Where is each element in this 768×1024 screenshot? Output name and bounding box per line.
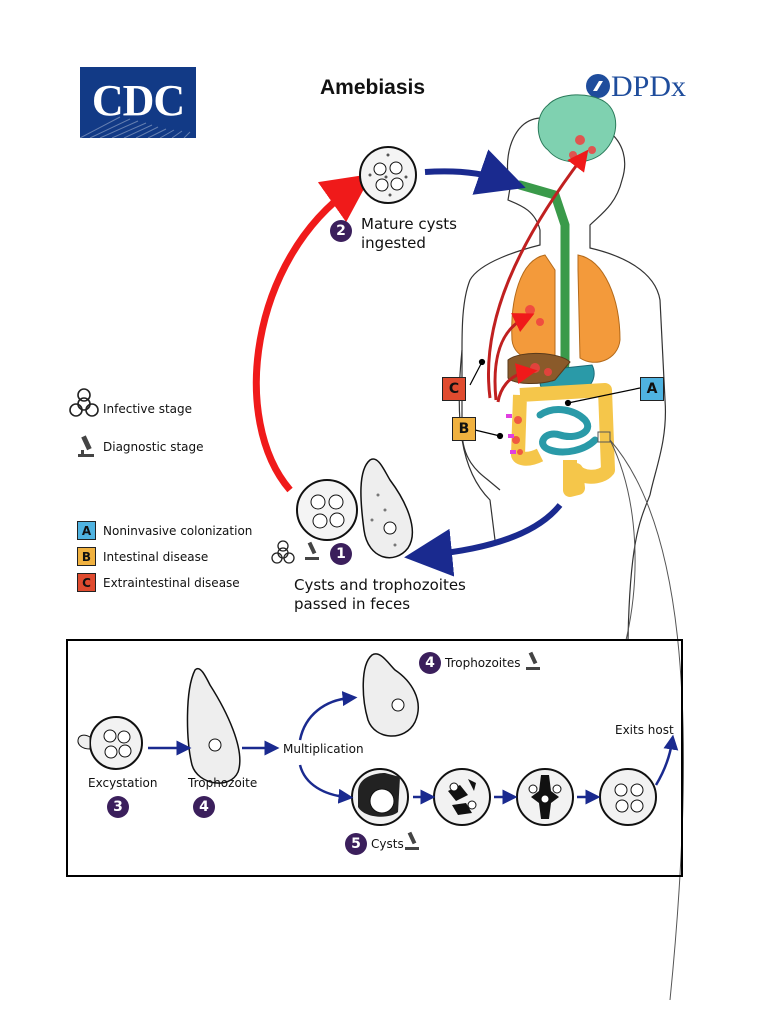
- trophozoites-microscope-icon: [526, 651, 540, 670]
- step-2-line2: ingested: [361, 234, 426, 252]
- step-1-badge: 1: [330, 543, 352, 565]
- excretion-arrow: [404, 503, 563, 577]
- step-1-line1: Cysts and trophozoites: [294, 576, 466, 594]
- step-3-badge: 3: [107, 796, 129, 818]
- mature-cyst: [359, 146, 417, 204]
- step1-microscope-icon: [305, 541, 319, 560]
- right-lung: [577, 254, 621, 363]
- trophozoite-label: Trophozoite: [188, 776, 258, 790]
- page-title: Amebiasis: [320, 76, 426, 99]
- letter-pointers: [469, 358, 641, 440]
- ingestion-arrow: [424, 149, 526, 195]
- step-2-badge: 2: [330, 220, 352, 242]
- multiplication-label: Multiplication: [283, 742, 364, 756]
- legend-item-a-label: Noninvasive colonization: [103, 524, 253, 538]
- excystation-label: Excystation: [88, 776, 158, 790]
- body-letter-a: A: [640, 377, 664, 401]
- colon: [511, 383, 615, 497]
- microscope-icon: [78, 435, 94, 457]
- cdc-logo-lines: [80, 116, 191, 138]
- invasion-marks: [506, 414, 516, 454]
- passed-trophozoite: [360, 458, 414, 559]
- cdc-logo-text: CDC: [91, 76, 185, 125]
- legend-item-b-label: Intestinal disease: [103, 550, 209, 564]
- passed-cyst: [296, 479, 358, 541]
- cyst-stage-1: [351, 768, 409, 826]
- cyst-stage-4: [599, 768, 657, 826]
- dpdx-logo: DPDx: [585, 70, 686, 104]
- cysts-label: Cysts: [371, 837, 404, 851]
- cdc-logo: CDC: [80, 67, 196, 138]
- cyst-stage-3: [516, 768, 574, 826]
- legend-letter-c: C: [77, 573, 96, 592]
- excysting-cyst: [77, 716, 143, 770]
- dpdx-logo-mark: [586, 74, 610, 98]
- body-letter-c: C: [442, 377, 466, 401]
- step-1-label: Cysts and trophozoites passed in feces: [294, 576, 466, 614]
- lung-lesions: [525, 305, 544, 326]
- inset-box: [66, 639, 683, 877]
- step-4b-badge: 4: [419, 652, 441, 674]
- dpdx-logo-text: DPDx: [611, 70, 687, 103]
- step1-biohazard-icon: [271, 540, 295, 564]
- step-4a-badge: 4: [193, 796, 215, 818]
- step-1-line2: passed in feces: [294, 595, 411, 613]
- cysts-microscope-icon: [405, 831, 419, 850]
- step-5-badge: 5: [345, 833, 367, 855]
- legend-letter-b: B: [77, 547, 96, 566]
- brain: [537, 94, 617, 163]
- legend-item-c-label: Extraintestinal disease: [103, 576, 240, 590]
- legend-diagnostic-label: Diagnostic stage: [103, 440, 204, 454]
- exits-host-label: Exits host: [615, 723, 674, 737]
- trophozoites-label: Trophozoites: [445, 656, 521, 670]
- legend-letter-a: A: [77, 521, 96, 540]
- body-letter-b: B: [452, 417, 476, 441]
- connector-lines: [597, 431, 684, 1001]
- extraintestinal-arrows: [487, 149, 589, 403]
- inset-trophozoite: [186, 668, 241, 784]
- legend-infective-label: Infective stage: [103, 402, 192, 416]
- small-intestine: [536, 406, 599, 456]
- step-2-label: Mature cysts ingested: [361, 215, 457, 253]
- step-2-line1: Mature cysts: [361, 215, 457, 233]
- cyst-stage-2: [433, 768, 491, 826]
- inset-trophozoites-image: [362, 653, 419, 737]
- biohazard-icon: [69, 388, 99, 417]
- transmission-arrow: [252, 173, 373, 493]
- inset-arrows: [148, 691, 679, 805]
